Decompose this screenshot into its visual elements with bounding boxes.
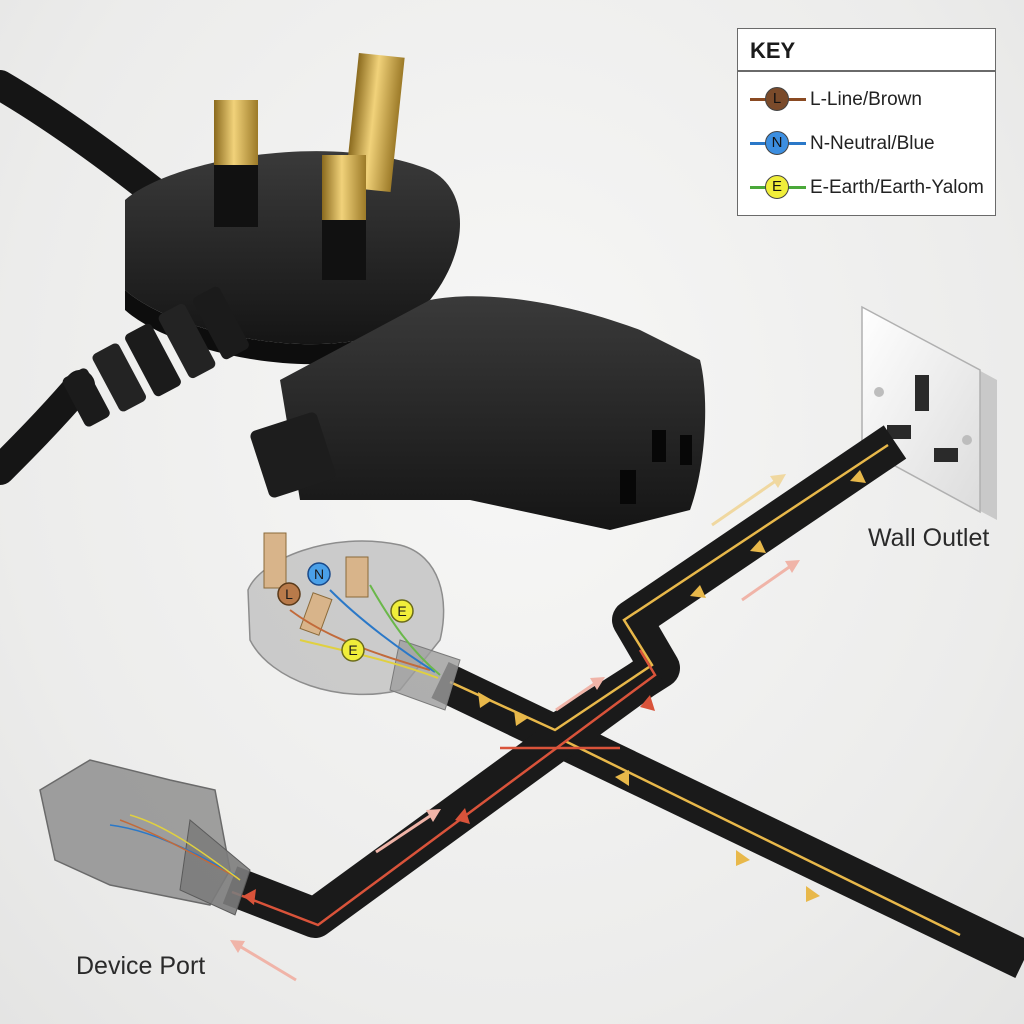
pin-insulation-neutral [322, 220, 366, 280]
iec-socket-hole-3 [680, 435, 692, 465]
outlet-slot-neutral [934, 448, 958, 462]
key-item-earth: E E-Earth/Earth-Yalom [750, 173, 990, 203]
cable-paths [222, 425, 1024, 979]
cable-to-device [222, 653, 667, 938]
badge-earth-1-text: E [397, 603, 406, 619]
key-badge-e: E [765, 175, 789, 199]
plug-body-side [125, 290, 380, 365]
outlet-screw-2 [962, 435, 972, 445]
key-legend: KEY L L-Line/Brown N N-Neutral/Blue E E-… [737, 28, 996, 216]
plug-wiring-diagram [247, 532, 461, 711]
key-label-neutral: N-Neutral/Blue [810, 133, 935, 154]
diagram-pin-live [263, 532, 287, 589]
outlet-slot-live [887, 425, 911, 439]
badge-live [277, 582, 301, 606]
diagram-pin-neutral [299, 592, 333, 636]
wall-outlet [861, 305, 997, 520]
wiring-badges: L N E E [277, 562, 414, 662]
key-badge-l: L [765, 87, 789, 111]
cable-bottom-right [546, 716, 1024, 979]
iec-grip [250, 412, 336, 498]
flow-line-red [231, 649, 657, 927]
key-label-line: L-Line/Brown [810, 89, 922, 110]
flow-arrowheads-red [243, 695, 655, 905]
iec-socket-hole-1 [620, 470, 636, 504]
device-connector-diagram [39, 759, 251, 916]
key-item-line: L L-Line/Brown [750, 85, 990, 115]
badge-live-text: L [285, 586, 293, 602]
diagram-strain-relief [389, 639, 461, 711]
key-badge-n: N [765, 131, 789, 155]
iec-connector-photo [280, 296, 706, 530]
flow-arrowheads-yellow [478, 470, 866, 902]
lower-cable [0, 370, 95, 485]
badge-neutral-text: N [314, 566, 324, 582]
badge-earth-2 [341, 638, 365, 662]
device-port-label: Device Port [76, 952, 206, 980]
plug-pin-neutral [322, 155, 366, 225]
wall-outlet-label: Wall Outlet [868, 524, 990, 552]
pin-insulation-live [214, 165, 258, 227]
key-title: KEY [750, 38, 796, 63]
outlet-screw-1 [874, 387, 884, 397]
key-divider [738, 70, 995, 72]
key-item-neutral: N N-Neutral/Blue [750, 129, 990, 159]
uk-plug-photo [0, 52, 706, 530]
device-connector-grip [179, 819, 251, 916]
key-label-earth: E-Earth/Earth-Yalom [810, 177, 984, 198]
plug-pin-live [214, 100, 258, 168]
strain-relief [62, 286, 249, 427]
flow-line-yellow-branch [564, 739, 961, 937]
iec-socket-hole-2 [652, 430, 666, 462]
outlet-slot-earth [915, 375, 929, 411]
floating-flow-arrows [230, 474, 800, 982]
diagram-pin-earth [345, 556, 369, 598]
badge-neutral [307, 562, 331, 586]
badge-earth-2-text: E [348, 642, 357, 658]
badge-earth-1 [390, 599, 414, 623]
